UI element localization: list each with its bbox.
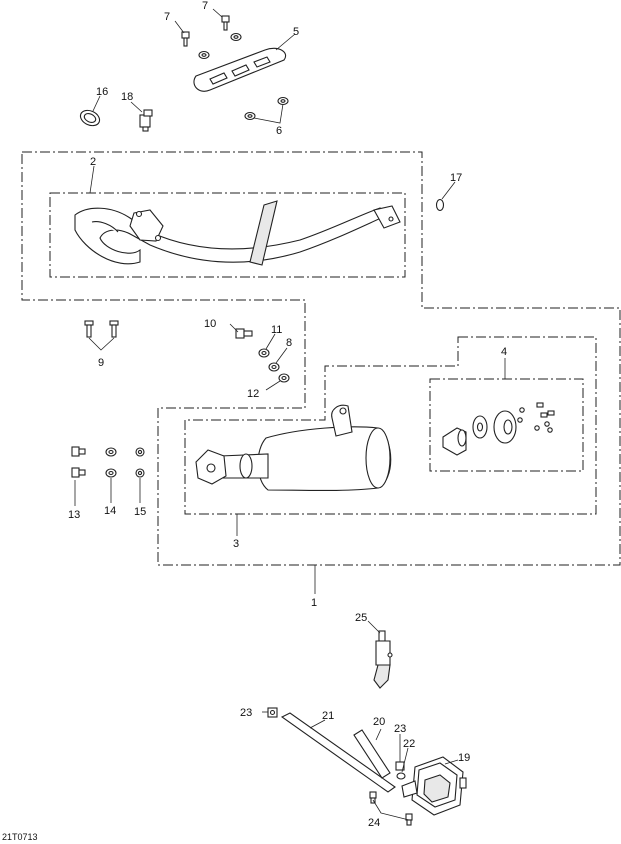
group-outline-part-4 <box>429 378 584 472</box>
drawing-reference-code: 21T0713 <box>2 832 38 842</box>
bolt-10 <box>235 328 253 339</box>
valve-assembly-19 <box>401 756 467 816</box>
washer-8 <box>268 362 280 372</box>
elbow-fitting-25 <box>373 630 393 689</box>
nuts-15 <box>135 447 145 478</box>
callout-3: 3 <box>233 538 239 550</box>
callout-12: 12 <box>247 388 259 400</box>
callout-20: 20 <box>373 716 385 728</box>
heat-shield-part <box>193 47 286 92</box>
group-outline-part-2 <box>49 192 406 278</box>
callout-19: 19 <box>458 752 470 764</box>
muffler-part <box>195 404 392 492</box>
studs-13 <box>71 446 86 478</box>
callout-2: 2 <box>90 156 96 168</box>
callout-13: 13 <box>68 509 80 521</box>
callout-23b: 23 <box>394 723 406 735</box>
hose-21 <box>280 712 396 793</box>
leader-lines <box>74 8 506 821</box>
nut-12 <box>278 373 290 383</box>
bolt-7a <box>181 31 190 47</box>
callout-15: 15 <box>134 506 146 518</box>
callout-1: 1 <box>311 597 317 609</box>
rivets-9 <box>84 320 119 338</box>
gasket-16 <box>79 109 101 127</box>
callout-10: 10 <box>204 318 216 330</box>
callout-labels: 7 7 5 16 18 6 2 17 9 10 11 8 12 4 13 14 … <box>68 0 507 829</box>
callout-5: 5 <box>293 26 299 38</box>
callout-9: 9 <box>98 357 104 369</box>
callout-7b: 7 <box>202 0 208 12</box>
group-outline-part-3 <box>184 336 597 515</box>
spark-arrester-kit <box>442 402 555 456</box>
hose-20 <box>353 729 391 779</box>
callout-22: 22 <box>403 738 415 750</box>
nut-23a <box>267 707 278 718</box>
callout-25: 25 <box>355 612 367 624</box>
callout-17: 17 <box>450 172 462 184</box>
bolt-7b <box>221 15 230 31</box>
callout-23a: 23 <box>240 707 252 719</box>
callout-7a: 7 <box>164 11 170 23</box>
group-outline-assembly-1 <box>21 151 621 566</box>
callout-16: 16 <box>96 86 108 98</box>
washers-14 <box>105 447 117 478</box>
exhaust-pipe-part <box>74 200 401 266</box>
callout-14: 14 <box>104 505 116 517</box>
callout-11: 11 <box>271 324 282 336</box>
washer-11 <box>258 348 270 358</box>
callout-21: 21 <box>322 710 334 722</box>
o-ring-17 <box>435 198 445 212</box>
callout-4: 4 <box>501 346 507 358</box>
washers-6 <box>198 32 289 121</box>
spring-18 <box>139 109 153 132</box>
callout-6: 6 <box>276 125 282 137</box>
callout-24: 24 <box>368 817 380 829</box>
washer-22 <box>396 772 406 780</box>
callout-18: 18 <box>121 91 133 103</box>
callout-8: 8 <box>286 337 292 349</box>
